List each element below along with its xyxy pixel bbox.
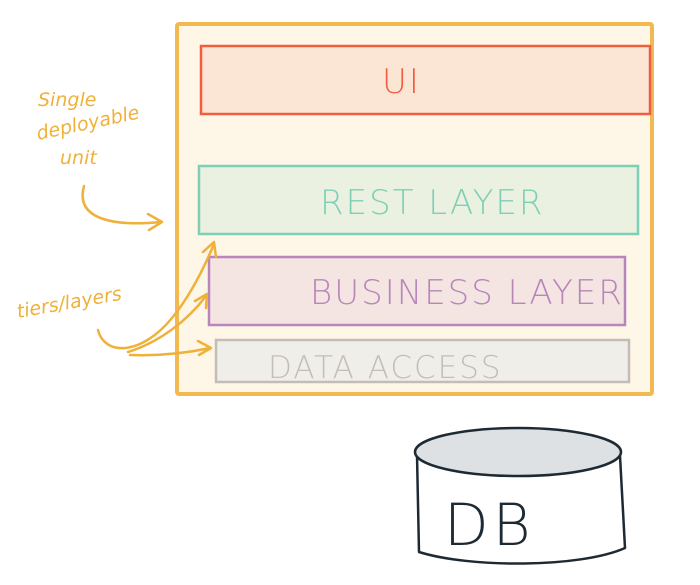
rest-layer-label: REST LAYER [320, 183, 544, 223]
single-unit-arrow [81, 184, 162, 225]
rest-layer: REST LAYER [197, 164, 640, 236]
database-cylinder: DB [413, 426, 627, 565]
database-label: DB [444, 491, 535, 559]
tiers-arrow-to-rest [96, 242, 216, 350]
single-unit-line-3: unit [60, 147, 98, 169]
data-access-layer-box [214, 338, 631, 384]
rest-layer-box [197, 164, 640, 236]
single-unit-line-1: Single [38, 89, 96, 111]
single-unit-annotation: Single deployable unit [34, 89, 164, 232]
ui-layer-box [199, 44, 652, 116]
tiers-label: tiers/layers [15, 283, 123, 323]
tiers-arrow-to-business [126, 294, 208, 354]
data-access-layer-label: DATA ACCESS [268, 350, 503, 386]
data-access-layer: DATA ACCESS [214, 338, 631, 386]
tiers-arrowhead-business [193, 292, 209, 310]
ui-layer-label: UI [382, 62, 421, 102]
business-layer: BUSINESS LAYER [207, 255, 627, 327]
database-top-ellipse [413, 426, 623, 478]
database-body-outline [415, 454, 627, 565]
tiers-arrow-to-data [128, 346, 212, 357]
tiers-arrowhead-data [196, 339, 213, 357]
single-unit-arrowhead [146, 212, 164, 232]
ui-layer: UI [199, 44, 652, 116]
business-layer-box [207, 255, 627, 327]
tiers-arrowhead-rest [201, 240, 218, 259]
business-layer-label: BUSINESS LAYER [310, 273, 624, 313]
